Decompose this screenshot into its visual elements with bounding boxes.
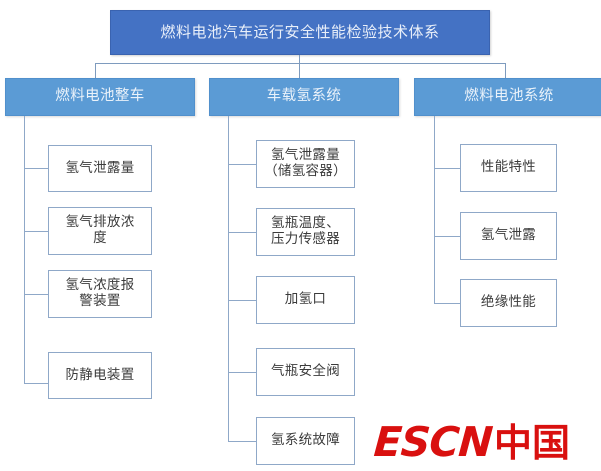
connector-stub-3-2 [434, 236, 460, 237]
leaf-node-2-5: 氢系统故障 [256, 417, 355, 465]
connector-stub-2-5 [228, 441, 256, 442]
connector-title-stem [299, 55, 300, 64]
leaf-node-2-1: 氢气泄露量 （储氢容器） [256, 140, 355, 188]
connector-stub-3-3 [434, 303, 460, 304]
connector-bus-drop-1 [95, 63, 96, 78]
leaf-node-3-2: 氢气泄露 [460, 212, 557, 260]
leaf-node-2-4: 气瓶安全阀 [256, 348, 355, 396]
leaf-node-3-3: 绝缘性能 [460, 279, 557, 327]
leaf-node-1-2: 氢气排放浓 度 [48, 207, 152, 255]
leaf-node-2-3: 加氢口 [256, 276, 355, 324]
connector-group-bus [95, 63, 505, 64]
connector-bus-drop-3 [505, 63, 506, 78]
connector-bus-drop-2 [299, 63, 300, 78]
connector-stub-1-1 [24, 168, 48, 169]
leaf-node-3-1: 性能特性 [460, 144, 557, 192]
connector-stub-2-2 [228, 232, 256, 233]
connector-stub-1-4 [24, 383, 48, 384]
connector-stub-1-2 [24, 231, 48, 232]
connector-stub-2-3 [228, 300, 256, 301]
root-node-title: 燃料电池汽车运行安全性能检验技术体系 [110, 10, 490, 55]
watermark-cjk-text: 中国储能网 [493, 421, 570, 465]
group-node-3: 燃料电池系统 [414, 78, 601, 116]
leaf-node-1-4: 防静电装置 [48, 352, 152, 399]
leaf-node-1-1: 氢气泄露量 [48, 145, 152, 192]
leaf-node-1-3: 氢气浓度报 警装置 [48, 270, 152, 318]
connector-stub-2-4 [228, 372, 256, 373]
group-node-1: 燃料电池整车 [5, 78, 195, 116]
connector-trunk-3 [434, 116, 435, 303]
escn-watermark-logo: ESCN 中国储能网 [372, 412, 601, 471]
group-node-2: 车载氢系统 [209, 78, 399, 116]
connector-trunk-1 [24, 116, 25, 383]
watermark-latin-text: ESCN [372, 418, 494, 466]
connector-stub-2-1 [228, 164, 256, 165]
connector-trunk-2 [228, 116, 229, 441]
connector-stub-1-3 [24, 294, 48, 295]
leaf-node-2-2: 氢瓶温度、 压力传感器 [256, 208, 355, 256]
connector-stub-3-1 [434, 168, 460, 169]
